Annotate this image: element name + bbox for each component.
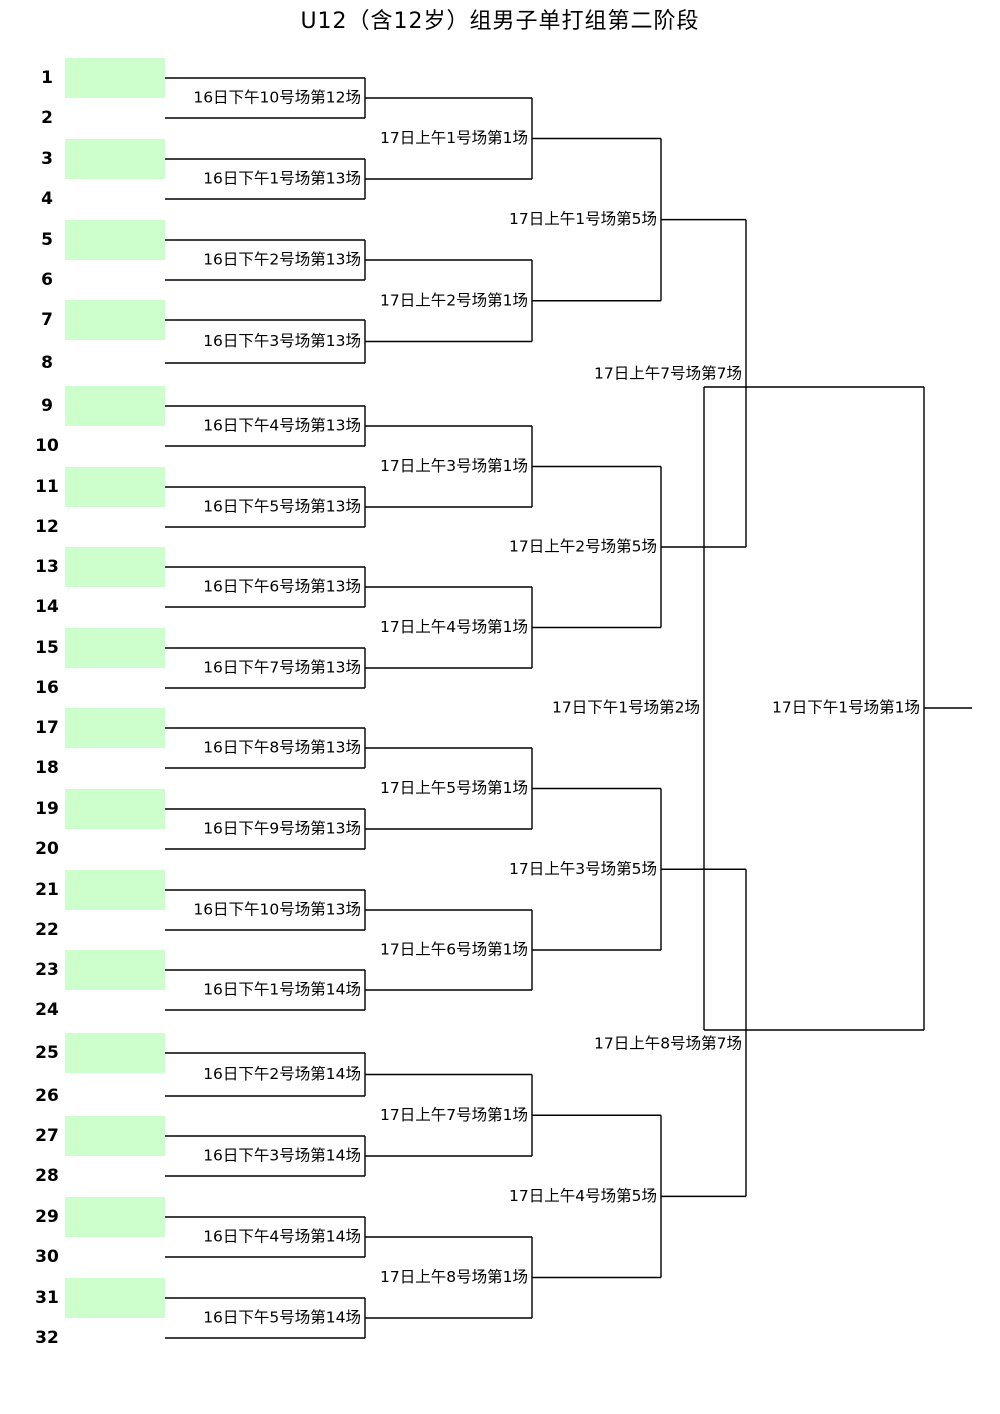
seed-slot [65,950,165,990]
match-label-semifinal: 17日上午8号场第7场 [594,1035,742,1053]
seed-slot [65,1278,165,1318]
match-label-round1: 16日下午7号场第13场 [203,659,361,677]
match-label-quarterfinal: 17日上午3号场第5场 [509,860,657,878]
match-label-round1: 16日下午5号场第14场 [203,1309,361,1327]
match-label-round1: 16日下午6号场第13场 [203,578,361,596]
match-label-round2: 17日上午6号场第1场 [380,941,528,959]
seed-slot [65,870,165,910]
seed-number: 17 [35,718,59,738]
seed-number: 28 [35,1166,59,1186]
match-label-round2: 17日上午3号场第1场 [380,457,528,475]
seed-number: 2 [41,108,53,128]
seed-number: 5 [41,230,53,250]
bracket-title: U12（含12岁）组男子单打组第二阶段 [300,9,700,34]
seed-number: 8 [41,353,53,373]
match-label-round2: 17日上午2号场第1场 [380,291,528,309]
seed-number: 19 [35,799,59,819]
seed-slot [65,220,165,260]
match-label-round1: 16日下午1号场第13场 [203,170,361,188]
seed-slot [65,789,165,829]
seed-number: 32 [35,1328,59,1348]
match-label-round1: 16日下午3号场第14场 [203,1147,361,1165]
seed-number: 24 [35,1000,59,1020]
match-label-quarterfinal: 17日上午1号场第5场 [509,210,657,228]
seed-number: 31 [35,1288,59,1308]
seed-number: 18 [35,758,59,778]
seed-number: 4 [41,189,53,209]
seed-number: 15 [35,638,59,658]
match-label-round1: 16日下午4号场第14场 [203,1228,361,1246]
match-label-round2: 17日上午4号场第1场 [380,618,528,636]
seed-slot [65,1116,165,1156]
match-label-round1: 16日下午10号场第13场 [193,901,361,919]
seed-number: 13 [35,557,59,577]
match-label-round1: 16日下午3号场第13场 [203,332,361,350]
seed-slot [65,386,165,426]
seed-number: 30 [35,1247,59,1267]
seed-number: 1 [41,68,53,88]
seed-number: 6 [41,270,53,290]
seed-number: 11 [35,477,59,497]
seed-number: 14 [35,597,59,617]
seed-slot [65,467,165,507]
seed-number: 27 [35,1126,59,1146]
match-label-round1: 16日下午5号场第13场 [203,498,361,516]
seed-number: 23 [35,960,59,980]
match-label-semifinal: 17日上午7号场第7场 [594,365,742,383]
seed-number: 3 [41,149,53,169]
match-label-third-place: 17日下午1号场第2场 [552,699,700,717]
seed-number: 9 [41,396,53,416]
match-label-round2: 17日上午7号场第1场 [380,1106,528,1124]
match-label-round1: 16日下午2号场第14场 [203,1065,361,1083]
seed-slot [65,547,165,587]
seed-number: 26 [35,1086,59,1106]
seed-slot [65,1033,165,1073]
seed-slot [65,58,165,98]
seed-slot [65,708,165,748]
match-label-round1: 16日下午2号场第13场 [203,251,361,269]
match-label-round2: 17日上午5号场第1场 [380,779,528,797]
seed-number: 16 [35,678,59,698]
match-label-quarterfinal: 17日上午2号场第5场 [509,538,657,556]
seed-slot [65,300,165,340]
seed-slot [65,139,165,179]
match-label-final: 17日下午1号场第1场 [772,699,920,717]
match-label-round1: 16日下午9号场第13场 [203,820,361,838]
seed-number: 20 [35,839,59,859]
match-label-round1: 16日下午4号场第13场 [203,417,361,435]
match-label-round2: 17日上午1号场第1场 [380,129,528,147]
seed-number: 22 [35,920,59,940]
seed-number: 7 [41,310,53,330]
match-label-round1: 16日下午1号场第14场 [203,981,361,999]
seed-number: 21 [35,880,59,900]
seed-slot [65,1197,165,1237]
match-label-quarterfinal: 17日上午4号场第5场 [509,1187,657,1205]
match-label-round1: 16日下午10号场第12场 [193,89,361,107]
seed-number: 10 [35,436,59,456]
match-label-round2: 17日上午8号场第1场 [380,1268,528,1286]
seed-number: 29 [35,1207,59,1227]
seed-slot [65,628,165,668]
seed-number: 25 [35,1043,59,1063]
match-label-round1: 16日下午8号场第13场 [203,739,361,757]
seed-number: 12 [35,517,59,537]
